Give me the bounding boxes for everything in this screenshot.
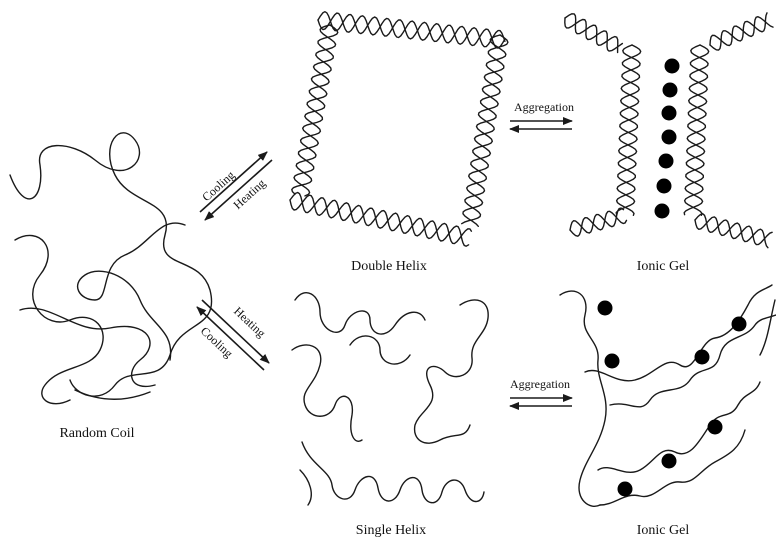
- upper-heating-label: Heating: [231, 176, 269, 212]
- double-helix-label: Double Helix: [351, 259, 427, 274]
- ionic-gel-top-right-arm-strand-1: [710, 13, 767, 50]
- aggregation-bottom-label: Aggregation: [510, 377, 570, 391]
- aggregation-bottom-arrows: [510, 398, 572, 406]
- ionic-gel-top-ions: [655, 59, 680, 219]
- double-helix-bottom-strand-2: [290, 193, 471, 244]
- ion-dot-3: [662, 106, 677, 121]
- double-helix-structure: [290, 12, 508, 247]
- ionic-gel-top-label: Ionic Gel: [637, 259, 690, 274]
- double-helix-left-strand-2: [292, 25, 338, 194]
- ion-dot-5: [708, 420, 723, 435]
- single-helix-label: Single Helix: [356, 523, 426, 538]
- ion-dot-7: [618, 482, 633, 497]
- ionic-gel-bottom-ions: [598, 301, 747, 497]
- ion-dot-6: [657, 179, 672, 194]
- ion-dot-6: [662, 454, 677, 469]
- ionic-gel-right-column-strand-1: [685, 45, 709, 215]
- ionic-gel-top-left-arm-strand-1: [565, 18, 623, 51]
- ion-dot-2: [605, 354, 620, 369]
- ionic-gel-left-column-strand-1: [617, 45, 641, 215]
- aggregation-top-arrows: [510, 121, 572, 129]
- lower-cooling-label: Cooling: [198, 324, 236, 361]
- random-coil-label: Random Coil: [59, 426, 134, 441]
- ion-dot-4: [662, 130, 677, 145]
- ion-dot-5: [659, 154, 674, 169]
- upper-cooling-label: Cooling: [199, 168, 237, 204]
- ion-dot-4: [695, 350, 710, 365]
- ion-dot-1: [665, 59, 680, 74]
- ion-dot-2: [663, 83, 678, 98]
- single-helix-strands: [292, 293, 488, 505]
- double-helix-right-strand-2: [462, 35, 508, 224]
- lower-heating-label: Heating: [231, 304, 268, 340]
- random-coil-strands: [10, 133, 212, 404]
- ionic-gel-top-left-arm-strand-2: [565, 14, 618, 53]
- ion-dot-7: [655, 204, 670, 219]
- ionic-gel-bottom-label: Ionic Gel: [637, 523, 690, 538]
- aggregation-top-label: Aggregation: [514, 100, 574, 114]
- ion-dot-1: [598, 301, 613, 316]
- ionic-gel-bottom-left-arm-strand-2: [570, 208, 624, 233]
- ion-dot-3: [732, 317, 747, 332]
